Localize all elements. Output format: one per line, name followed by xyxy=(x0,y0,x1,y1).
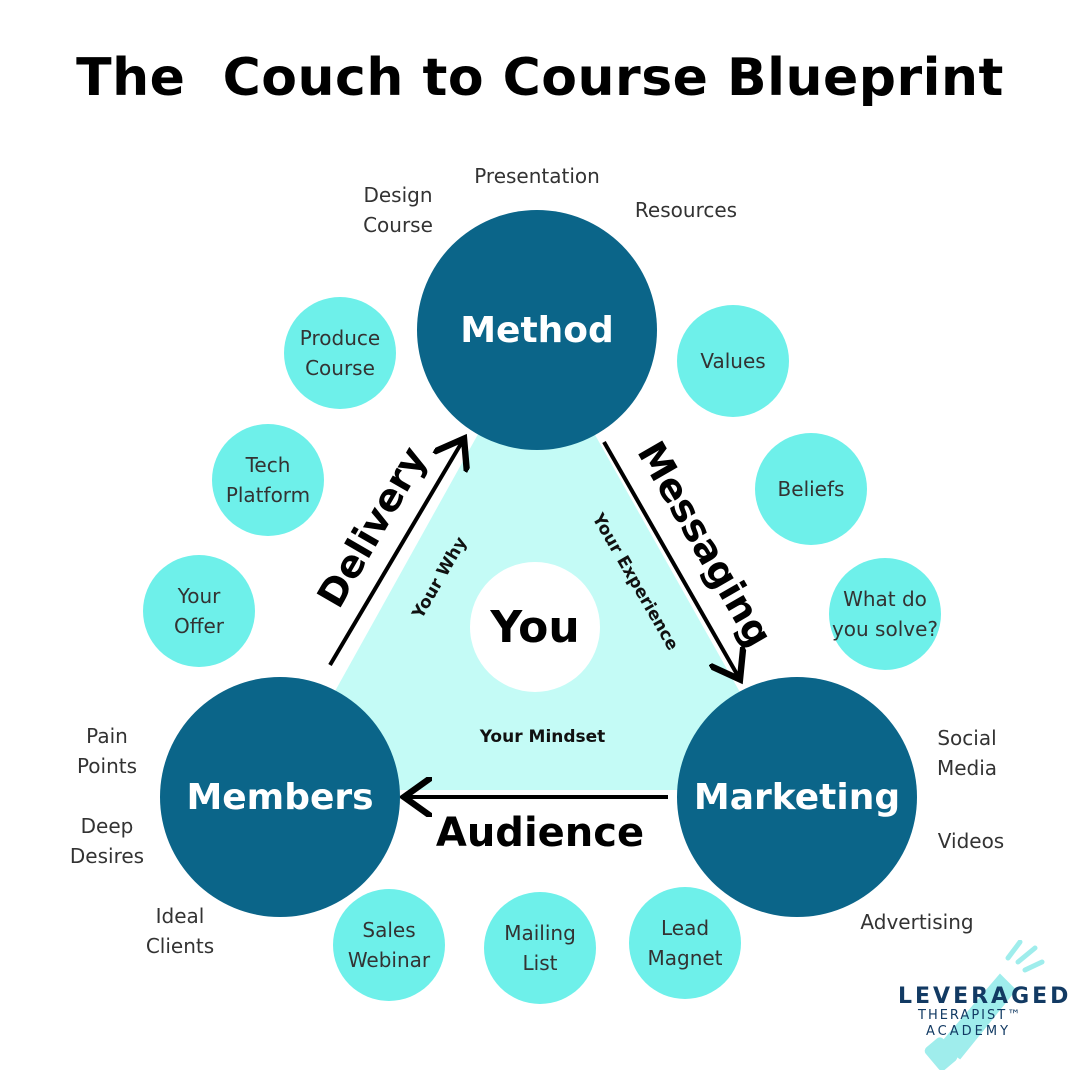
what-do-you-solve-circle: What do you solve? xyxy=(829,558,941,670)
lead-magnet-circle: Lead Magnet xyxy=(629,887,741,999)
logo-name: LEVERAGED xyxy=(898,984,1072,1009)
mailing-list-circle: Mailing List xyxy=(484,892,596,1004)
values-circle: Values xyxy=(677,305,789,417)
members-circle: Members xyxy=(160,677,400,917)
deep-desires-label: Deep Desires xyxy=(69,814,145,868)
audience-label: Audience xyxy=(435,810,645,856)
tech-platform-circle: Tech Platform xyxy=(212,424,324,536)
presentation-label: Presentation xyxy=(474,164,600,188)
ideal-clients-label: Ideal Clients xyxy=(145,904,215,958)
members-label: Members xyxy=(186,776,374,818)
resources-label: Resources xyxy=(634,198,738,222)
method-circle: Method xyxy=(417,210,657,450)
delivery-arrow xyxy=(328,442,462,667)
you-circle: You xyxy=(470,562,600,692)
social-media-label: Social Media xyxy=(936,726,998,780)
your-mindset-label: Your Mindset xyxy=(479,727,606,747)
method-label: Method xyxy=(460,309,614,351)
center-triangle xyxy=(280,330,795,790)
megaphone-icon xyxy=(924,940,1045,1070)
pain-points-label: Pain Points xyxy=(76,724,138,778)
beliefs-circle: Beliefs xyxy=(755,433,867,545)
messaging-arrow xyxy=(602,441,738,676)
leveraged-therapist-logo: LEVERAGED THERAPIST™ ACADEMY xyxy=(890,940,1080,1070)
your-offer-circle: Your Offer xyxy=(143,555,255,667)
sales-webinar-circle: Sales Webinar xyxy=(333,889,445,1001)
page-title: The Couch to Course Blueprint xyxy=(76,48,1004,108)
advertising-label: Advertising xyxy=(860,910,974,934)
logo-academy: ACADEMY xyxy=(926,1024,1012,1039)
design-course-label: Design Course xyxy=(363,183,433,237)
produce-course-circle: Produce Course xyxy=(284,297,396,409)
logo-therapist: THERAPIST™ xyxy=(918,1008,1023,1023)
marketing-label: Marketing xyxy=(693,776,901,818)
you-label: You xyxy=(490,601,580,653)
videos-label: Videos xyxy=(937,829,1005,853)
marketing-circle: Marketing xyxy=(677,677,917,917)
